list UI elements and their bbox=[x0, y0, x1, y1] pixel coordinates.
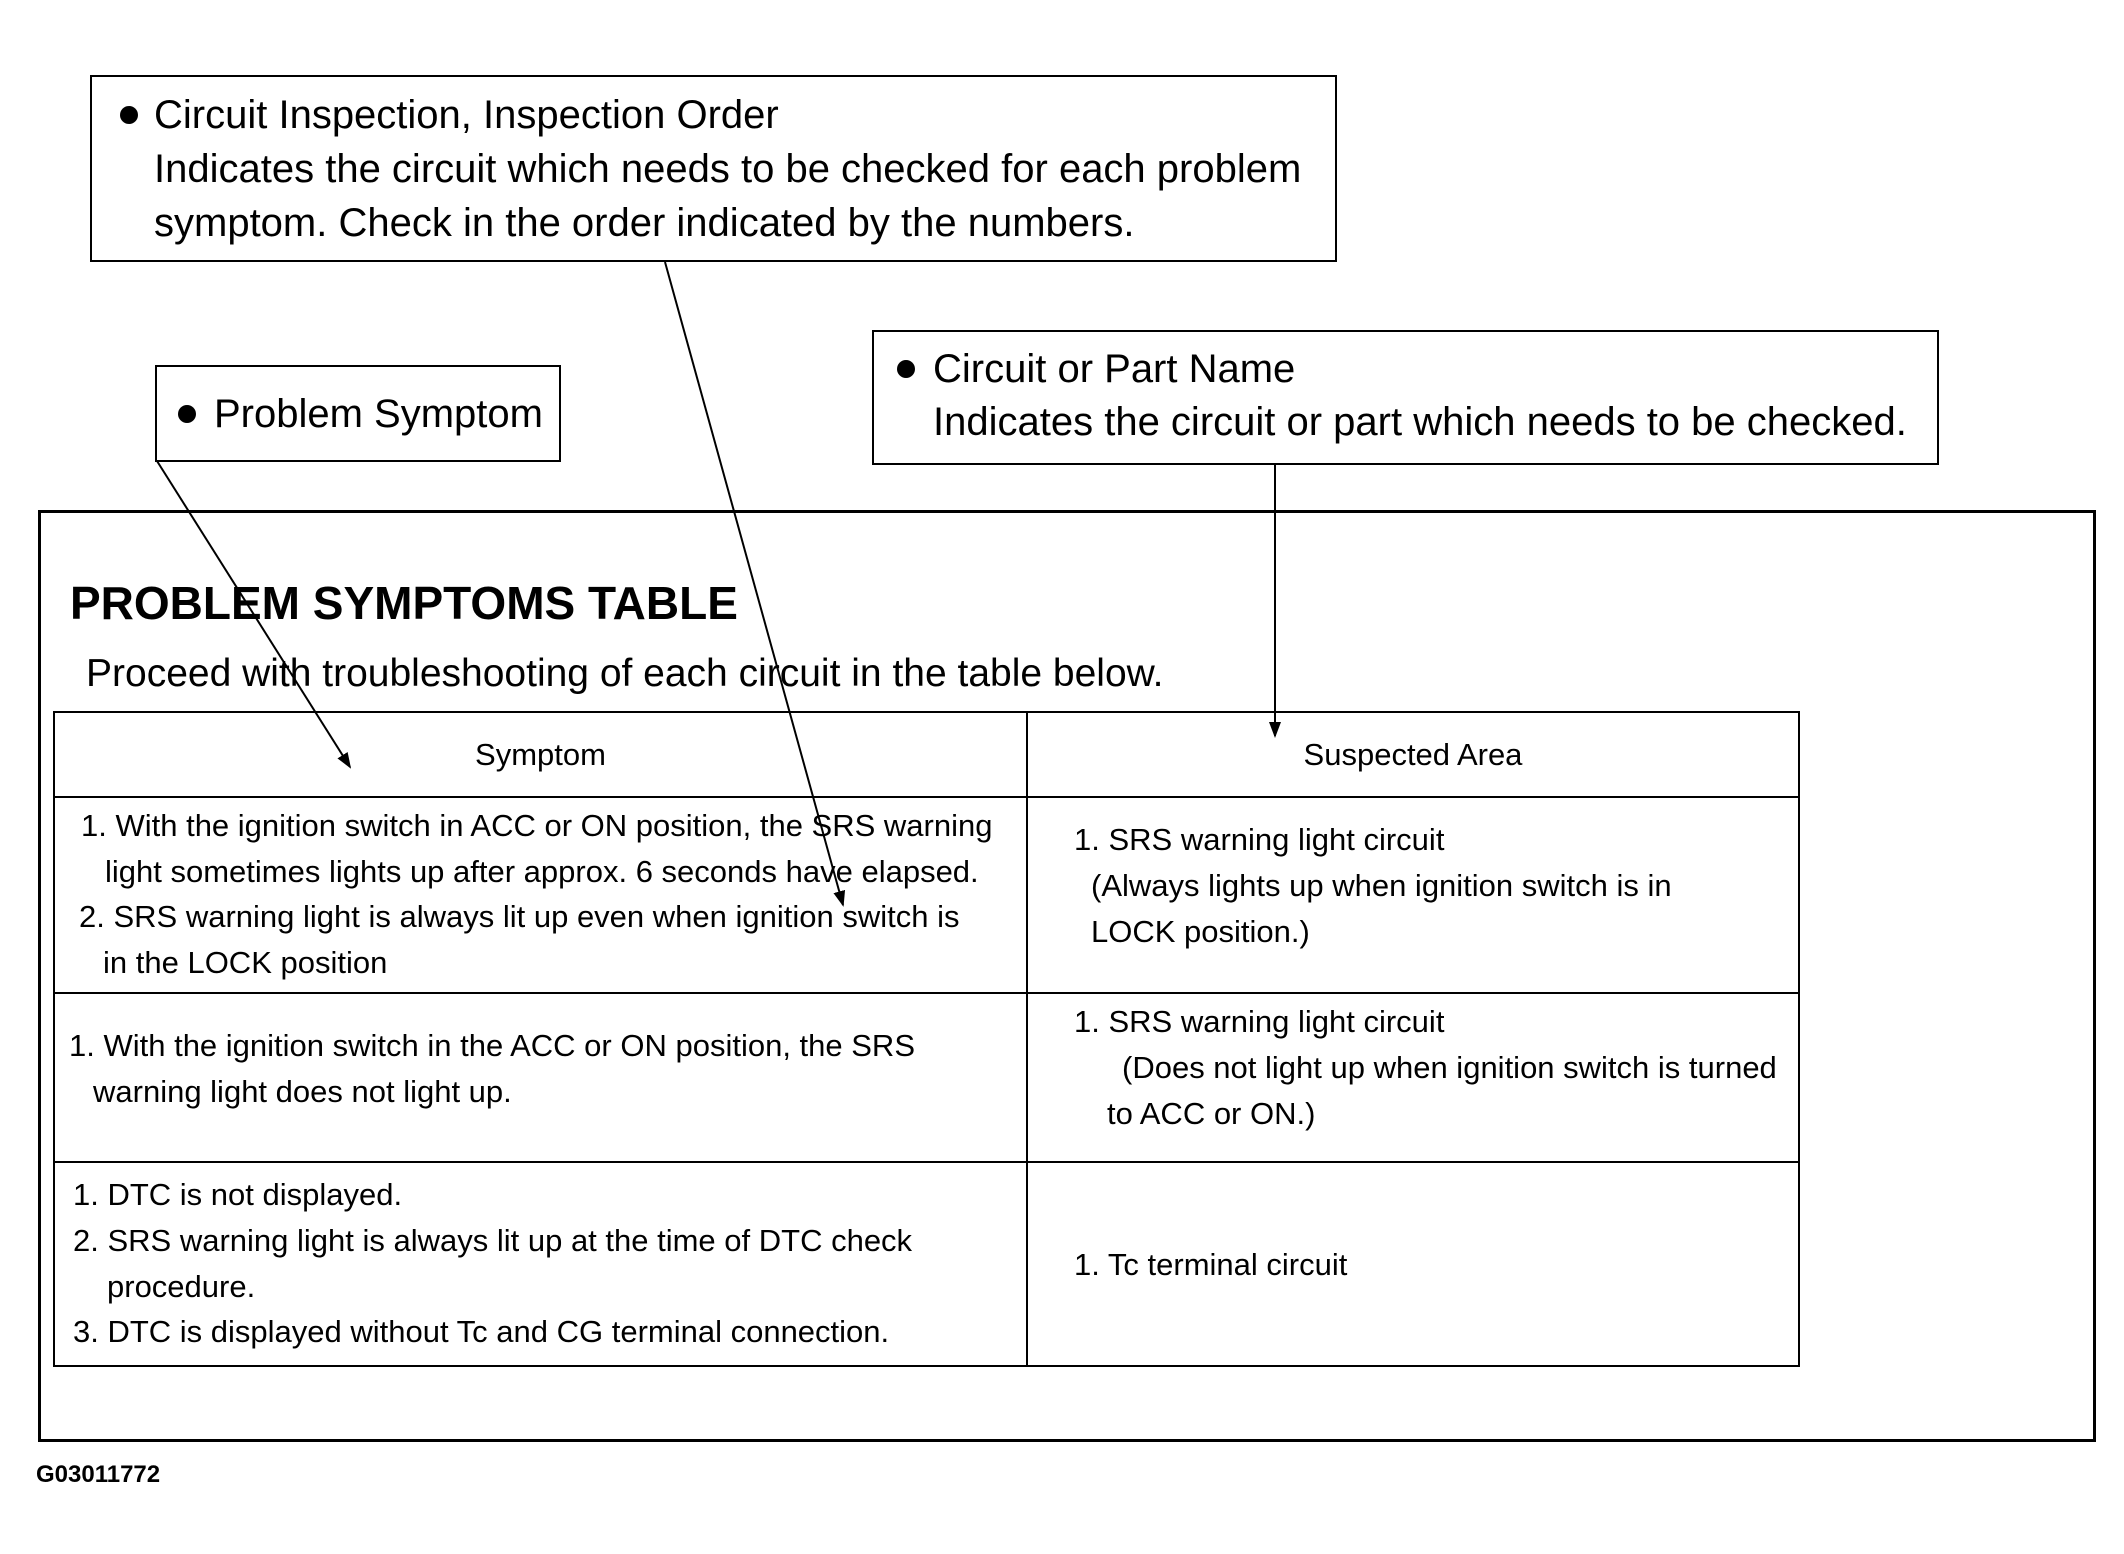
table-row: 1. DTC is not displayed. 2. SRS warning … bbox=[53, 1161, 1800, 1367]
callout-part-line1: Indicates the circuit or part which need… bbox=[933, 400, 1907, 444]
table-title: PROBLEM SYMPTOMS TABLE bbox=[70, 577, 738, 629]
callout-inspection-title: Circuit Inspection, Inspection Order bbox=[154, 93, 779, 137]
table-row: 1. With the ignition switch in the ACC o… bbox=[53, 992, 1800, 1163]
table-header-row: Symptom Suspected Area bbox=[53, 711, 1800, 798]
symptom-line: procedure. bbox=[107, 1269, 256, 1304]
callout-symptom-title: Problem Symptom bbox=[214, 392, 543, 436]
symptom-line: light sometimes lights up after approx. … bbox=[105, 854, 979, 889]
symptom-cell: 1. With the ignition switch in ACC or ON… bbox=[53, 796, 1028, 994]
suspected-line: to ACC or ON.) bbox=[1107, 1096, 1316, 1131]
suspected-area-cell: 1. SRS warning light circuit (Does not l… bbox=[1026, 992, 1800, 1163]
suspected-line: 1. Tc terminal circuit bbox=[1074, 1247, 1348, 1282]
table-subtitle: Proceed with troubleshooting of each cir… bbox=[86, 652, 1164, 695]
symptom-line: 1. With the ignition switch in ACC or ON… bbox=[81, 808, 993, 843]
suspected-line: (Always lights up when ignition switch i… bbox=[1091, 868, 1672, 903]
header-suspected-area: Suspected Area bbox=[1026, 711, 1800, 798]
bullet-icon bbox=[897, 360, 915, 378]
bullet-icon bbox=[120, 106, 138, 124]
problem-symptoms-frame bbox=[38, 510, 2096, 1442]
suspected-area-cell: 1. Tc terminal circuit bbox=[1026, 1161, 1800, 1367]
suspected-line: LOCK position.) bbox=[1091, 914, 1310, 949]
callout-inspection-line2: symptom. Check in the order indicated by… bbox=[154, 201, 1135, 245]
suspected-line: 1. SRS warning light circuit bbox=[1074, 1004, 1445, 1039]
figure-id: G03011772 bbox=[36, 1461, 161, 1488]
symptom-line: warning light does not light up. bbox=[93, 1074, 512, 1109]
callout-part-name: Circuit or Part Name Indicates the circu… bbox=[872, 330, 1939, 465]
bullet-icon bbox=[178, 405, 196, 423]
callout-part-title: Circuit or Part Name bbox=[933, 347, 1296, 391]
symptom-line: 2. SRS warning light is always lit up ev… bbox=[79, 899, 960, 934]
symptom-line: 3. DTC is displayed without Tc and CG te… bbox=[73, 1314, 890, 1349]
suspected-area-cell: 1. SRS warning light circuit (Always lig… bbox=[1026, 796, 1800, 994]
symptom-cell: 1. With the ignition switch in the ACC o… bbox=[53, 992, 1028, 1163]
callout-inspection-order: Circuit Inspection, Inspection Order Ind… bbox=[90, 75, 1337, 262]
suspected-line: 1. SRS warning light circuit bbox=[1074, 822, 1445, 857]
callout-problem-symptom: Problem Symptom bbox=[155, 365, 561, 462]
symptom-cell: 1. DTC is not displayed. 2. SRS warning … bbox=[53, 1161, 1028, 1367]
symptom-line: 2. SRS warning light is always lit up at… bbox=[73, 1223, 913, 1258]
symptom-line: 1. DTC is not displayed. bbox=[73, 1177, 403, 1212]
header-symptom: Symptom bbox=[53, 711, 1028, 798]
suspected-line: (Does not light up when ignition switch … bbox=[1122, 1050, 1777, 1085]
problem-symptoms-table: Symptom Suspected Area 1. With the ignit… bbox=[53, 711, 1800, 1367]
symptom-line: in the LOCK position bbox=[103, 945, 388, 980]
table-row: 1. With the ignition switch in ACC or ON… bbox=[53, 796, 1800, 994]
symptom-line: 1. With the ignition switch in the ACC o… bbox=[69, 1028, 915, 1063]
callout-inspection-line1: Indicates the circuit which needs to be … bbox=[154, 147, 1302, 191]
